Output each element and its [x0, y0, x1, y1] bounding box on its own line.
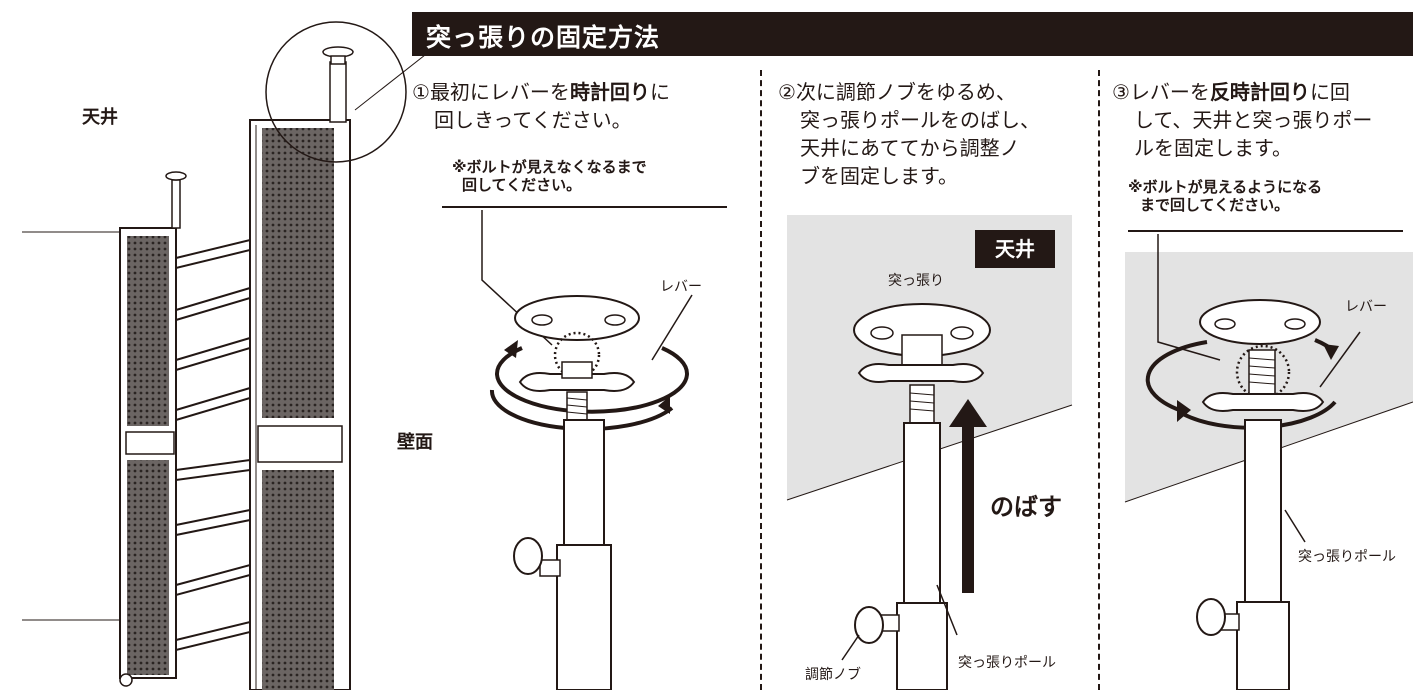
step-2-text: ②次に調節ノブをゆるめ、 突っ張りポールをのばし、 天井にあててから調整ノ ブを…	[778, 78, 1098, 190]
shelf-illustration	[22, 21, 426, 690]
step-3-line3: ルを固定します。	[1134, 136, 1292, 160]
step-3-number: ③	[1112, 80, 1130, 104]
step-2-line4: ブを固定します。	[800, 164, 958, 188]
step-2-line2: 突っ張りポールをのばし、	[800, 108, 1040, 132]
extend-label: のばす	[990, 493, 1062, 521]
step-3-text: ③レバーを反時計回りに回 して、天井と突っ張りポー ルを固定します。	[1112, 78, 1413, 162]
step-2-top-label: 突っ張り	[888, 273, 944, 289]
step-3-bold: 反時計回り	[1209, 80, 1310, 104]
step-2-line3: 天井にあててから調整ノ	[800, 136, 1020, 160]
section-header: 突っ張りの固定方法	[412, 12, 1413, 56]
step-3-illustration	[1124, 234, 1413, 690]
step-3-note-line2: まで回してください。	[1140, 196, 1290, 214]
ceiling-label: 天井	[82, 107, 118, 128]
column-divider	[760, 70, 762, 690]
step-3-note-underline	[1128, 230, 1403, 232]
step-1-note: ※ボルトが見えなくなるまで 回してください。	[452, 158, 647, 194]
step-3-line1-post: に回	[1309, 80, 1350, 104]
step-1-number: ①	[412, 80, 430, 104]
ceiling-tag: 天井	[975, 230, 1055, 268]
step-2-pole-label: 突っ張りポール	[958, 655, 1056, 671]
step-1-line1: 最初にレバーを	[429, 80, 570, 104]
wall-label: 壁面	[397, 432, 433, 453]
section-title: 突っ張りの固定方法	[426, 23, 661, 52]
adjust-knob-label: 調節ノブ	[805, 667, 861, 683]
step-2-number: ②	[778, 80, 796, 104]
step-1-line2: 回しきってください。	[434, 108, 632, 132]
step-3-line2: して、天井と突っ張りポー	[1134, 108, 1373, 132]
step-1-illustration	[481, 210, 693, 690]
step-2-illustration	[786, 215, 1073, 690]
step-3-line1: レバーを	[1129, 80, 1210, 104]
step-2-line1: 次に調節ノブをゆるめ、	[795, 80, 1016, 104]
step-1-note-underline	[442, 206, 727, 208]
step-1-lever-label: レバー	[660, 279, 702, 295]
step-1-text: ①最初にレバーを時計回りに 回しきってください。	[412, 78, 752, 134]
step-3-note: ※ボルトが見えるようになる まで回してください。	[1128, 178, 1322, 214]
step-1-note-line1: ※ボルトが見えなくなるまで	[452, 158, 647, 176]
step-1-note-line2: 回してください。	[462, 176, 582, 194]
step-3-lever-label: レバー	[1345, 299, 1387, 315]
column-divider	[1098, 70, 1100, 690]
step-1-bold: 時計回り	[569, 80, 650, 104]
step-1-line1-post: に	[649, 80, 670, 104]
step-3-pole-label: 突っ張りポール	[1298, 549, 1396, 565]
step-3-note-line1: ※ボルトが見えるようになる	[1128, 178, 1323, 196]
